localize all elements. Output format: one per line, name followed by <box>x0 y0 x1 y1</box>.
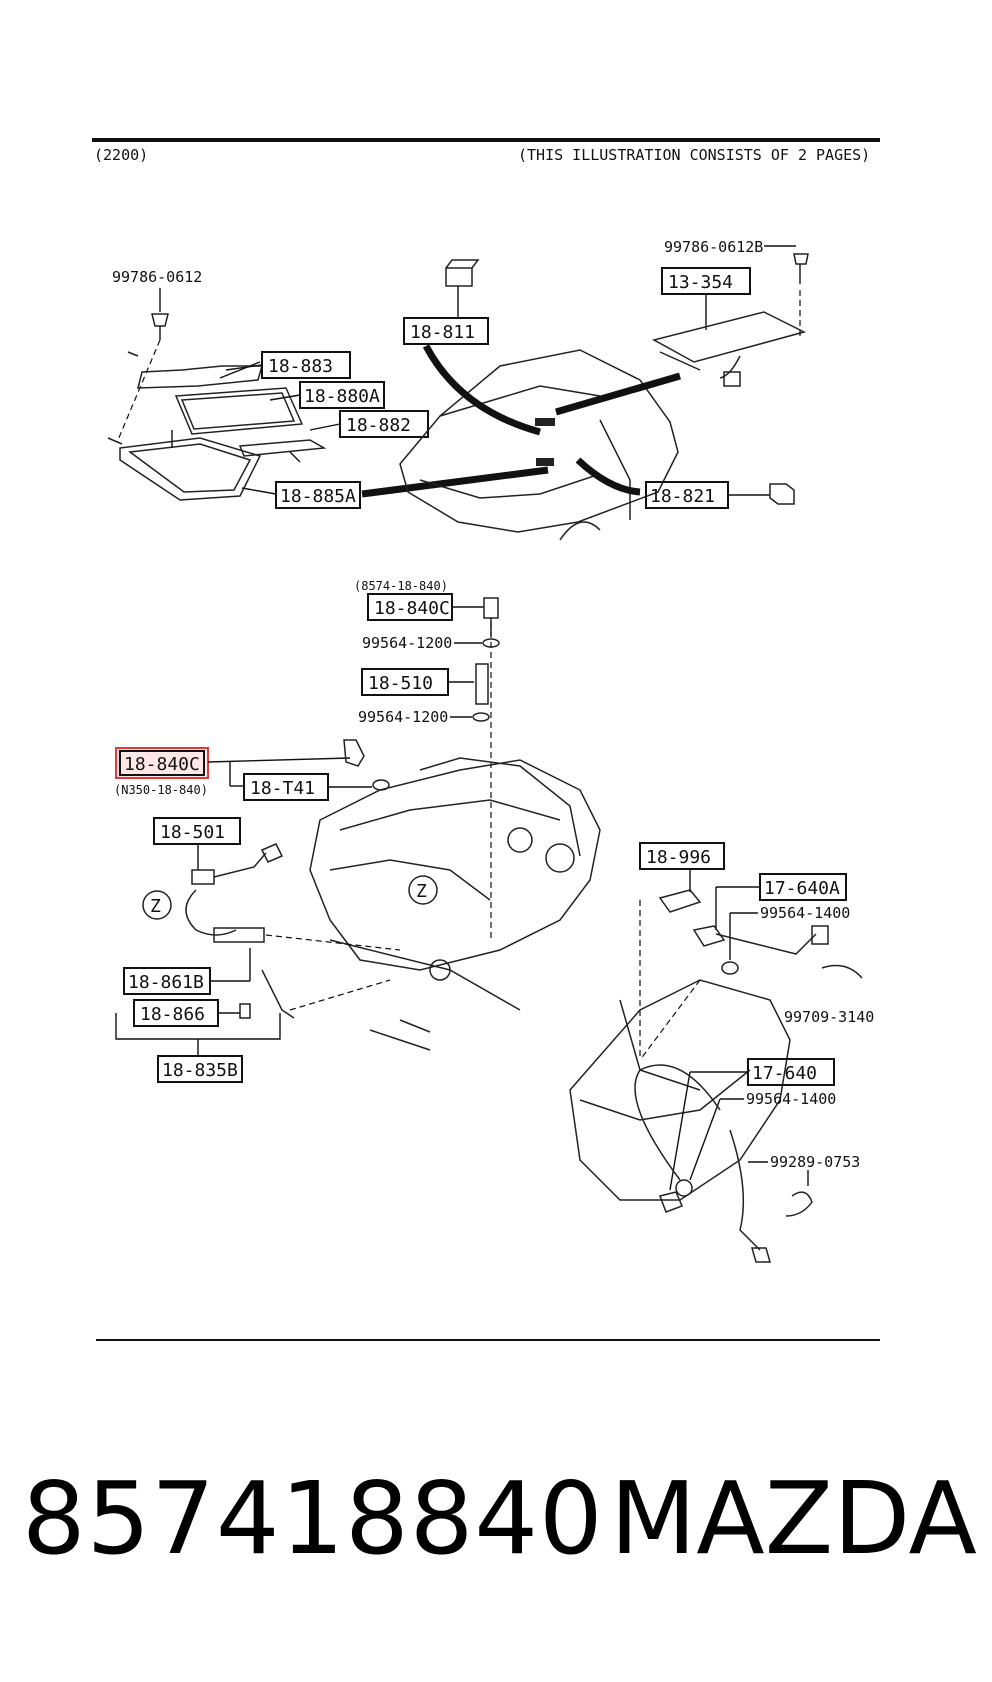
part-18-840c-left[interactable]: 18-840C <box>124 754 200 775</box>
part-18-883[interactable]: 18-883 <box>268 356 333 377</box>
box-18-885a[interactable] <box>275 481 361 509</box>
part-99564-1200-a[interactable]: 99564-1200 <box>362 634 452 652</box>
part-18-882[interactable]: 18-882 <box>346 415 411 436</box>
part-18-880a[interactable]: 18-880A <box>304 386 380 407</box>
part-99786-0612[interactable]: 99786-0612 <box>112 268 202 286</box>
part-99564-1400-b[interactable]: 99564-1400 <box>746 1090 836 1108</box>
part-99289-0753[interactable]: 99289-0753 <box>770 1153 860 1171</box>
highlight-18-840c <box>115 747 209 779</box>
footer-part-number: 857418840 <box>22 1460 604 1577</box>
part-18-885a[interactable]: 18-885A <box>280 486 356 507</box>
box-18-840c-left[interactable] <box>119 750 205 776</box>
ref-8574-18-840: (8574-18-840) <box>354 579 448 593</box>
part-18-t41[interactable]: 18-T41 <box>250 778 315 799</box>
part-18-840c-top[interactable]: 18-840C <box>374 598 450 619</box>
part-17-640[interactable]: 17-640 <box>752 1063 817 1084</box>
z-marker-engine <box>408 875 438 905</box>
box-18-835b[interactable] <box>157 1055 243 1083</box>
box-18-996[interactable] <box>639 842 725 870</box>
part-99564-1400-a[interactable]: 99564-1400 <box>760 904 850 922</box>
section-code: (2200) <box>94 146 148 164</box>
box-18-811[interactable] <box>403 317 489 345</box>
module-13-354: 99786-0612B 13-354 <box>555 238 809 416</box>
part-17-640a[interactable]: 17-640A <box>764 878 840 899</box>
part-99564-1200-b[interactable]: 99564-1200 <box>358 708 448 726</box>
parts-diagram: (2200) (THIS ILLUSTRATION CONSISTS OF 2 … <box>92 138 880 1341</box>
part-18-821[interactable]: 18-821 <box>650 486 715 507</box>
engine-assembly: (8574-18-840) 18-840C 99564-1200 18-510 … <box>114 579 601 1083</box>
part-13-354[interactable]: 13-354 <box>668 272 733 293</box>
car-body <box>399 349 679 541</box>
part-18-811[interactable]: 18-811 <box>410 322 475 343</box>
part-99709-3140[interactable]: 99709-3140 <box>784 1008 874 1026</box>
part-18-866[interactable]: 18-866 <box>140 1004 205 1025</box>
part-18-996[interactable]: 18-996 <box>646 847 711 868</box>
part-18-835b[interactable]: 18-835B <box>162 1060 238 1081</box>
z-label-engine: Z <box>416 881 427 902</box>
part-18-501[interactable]: 18-501 <box>160 822 225 843</box>
relay-18-811: 18-811 <box>403 259 541 436</box>
box-18-501[interactable] <box>153 817 241 845</box>
part-18-861b[interactable]: 18-861B <box>128 972 204 993</box>
z-label-left: Z <box>150 896 161 917</box>
part-99786-0612b[interactable]: 99786-0612B <box>664 238 763 256</box>
footer: 857418840 MAZDA <box>0 1460 992 1580</box>
part-18-510[interactable]: 18-510 <box>368 673 433 694</box>
transmission-assembly: 18-996 17-640A 99564-1400 99709-3140 17-… <box>569 842 874 1263</box>
z-marker-left <box>142 890 172 920</box>
ecu-assembly: 99786-0612 18-883 18-880A 18-882 18-885A <box>107 268 549 509</box>
illustration-note: (THIS ILLUSTRATION CONSISTS OF 2 PAGES) <box>518 146 870 164</box>
ref-n350-18-840: (N350-18-840) <box>114 783 208 797</box>
relay-18-821: 18-821 <box>575 457 795 509</box>
footer-brand: MAZDA <box>610 1460 977 1577</box>
